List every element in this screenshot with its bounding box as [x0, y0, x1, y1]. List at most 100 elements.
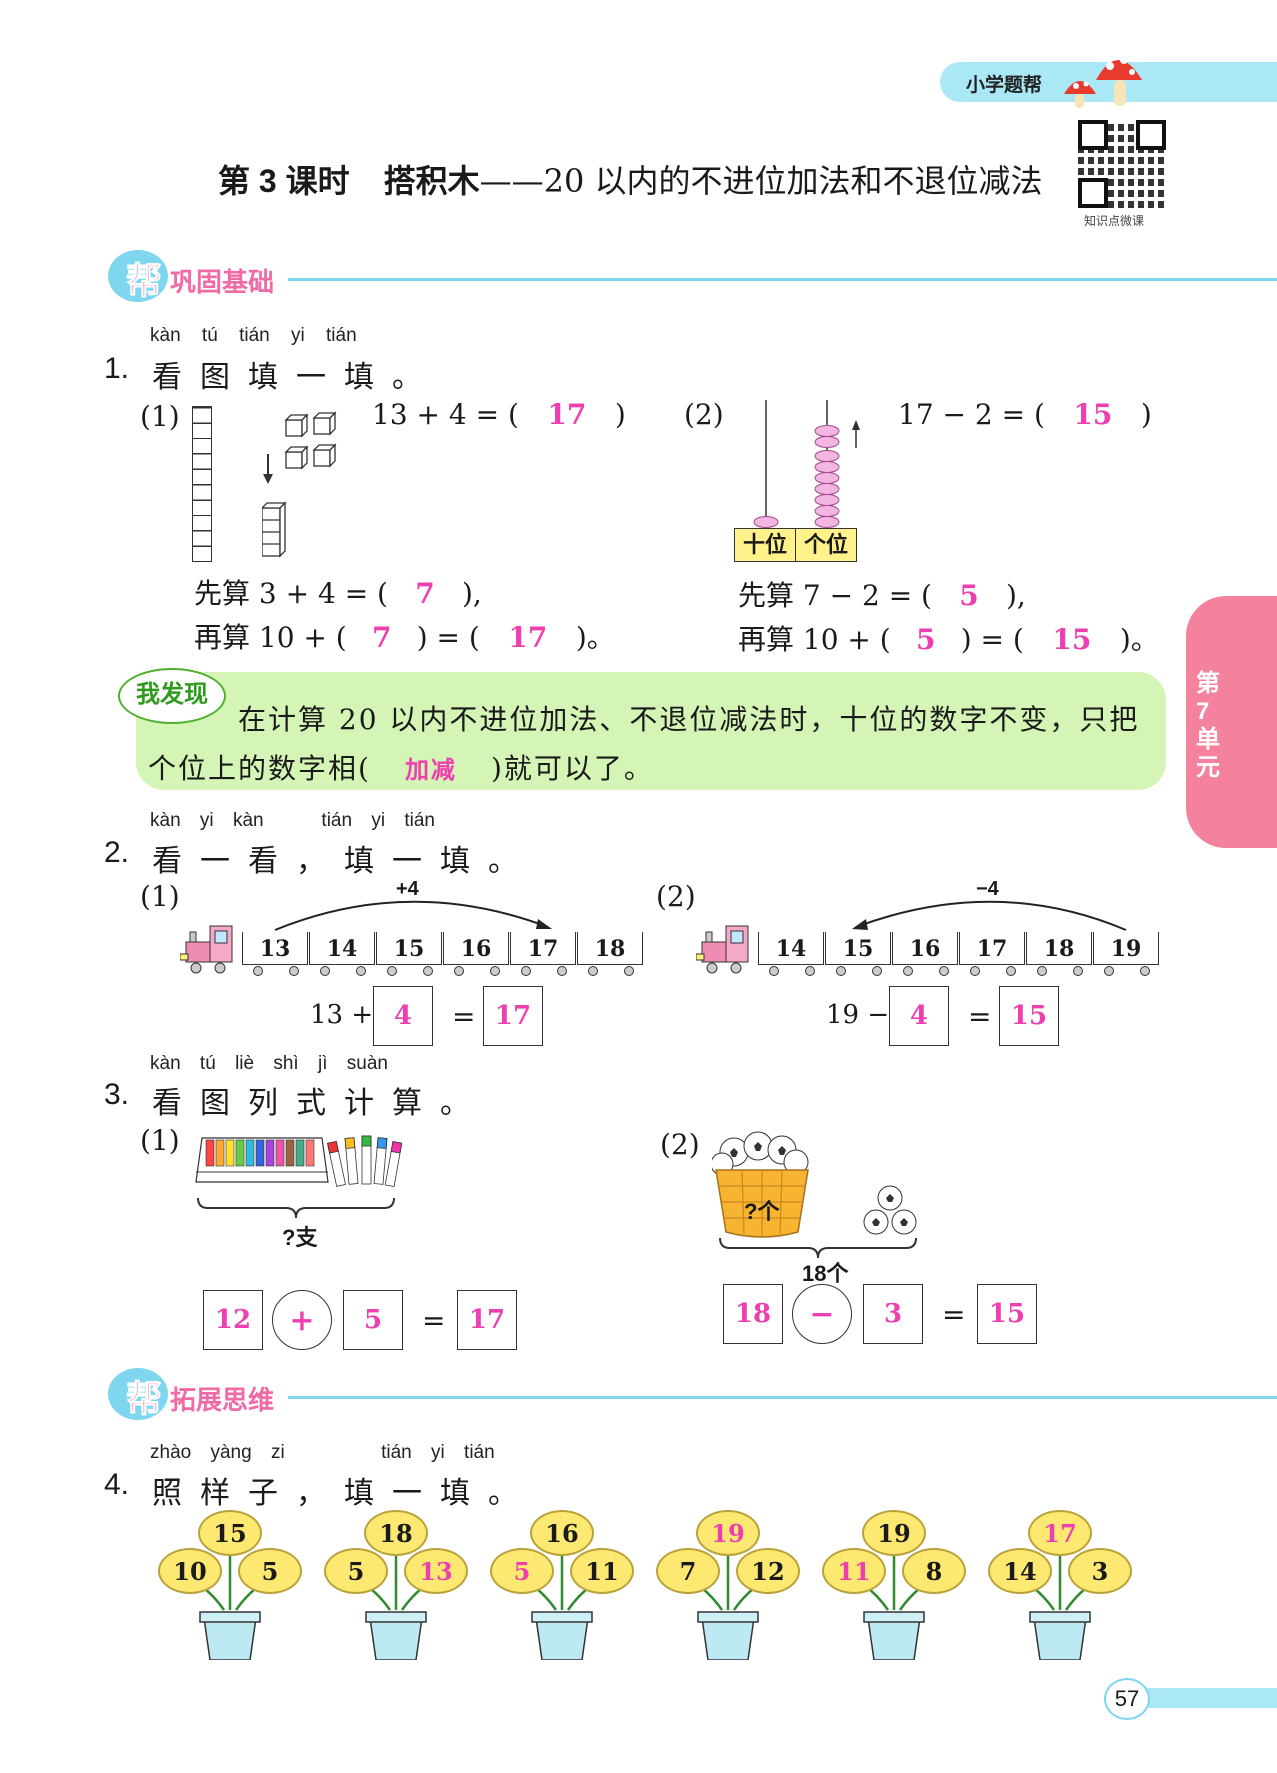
brand-label: 小学题帮 — [966, 75, 1043, 96]
abacus-tens-label: 十位 — [734, 528, 796, 562]
q3-p1-brace-label: ?支 — [282, 1225, 318, 1250]
q2-pinyin: kàn yi kàn tián yi tián — [150, 810, 435, 831]
flower-stems — [523, 1550, 601, 1660]
q2-p1-car: 13 — [242, 932, 308, 976]
q3-text: 看图列式计算。 — [152, 1086, 488, 1121]
basket-label: ?个 — [744, 1199, 780, 1224]
q1-p2-step1: 先算 7 − 2 = (5), — [738, 579, 1026, 612]
wheel-icon — [1140, 966, 1150, 976]
balls-pile-icon — [863, 1185, 917, 1235]
flower-stems — [357, 1550, 435, 1660]
q2-p2-car: 18 — [1026, 932, 1092, 976]
flower-stems — [855, 1550, 933, 1660]
flower-petal-right: 11 — [570, 1548, 634, 1594]
wheel-icon — [320, 966, 330, 976]
wheel-icon — [1073, 966, 1083, 976]
flower-petal-top: 15 — [198, 1510, 262, 1556]
qr-finder-tl — [1078, 120, 1108, 150]
wheel-icon — [356, 966, 366, 976]
q3-p2-box-a[interactable]: 18 — [723, 1284, 783, 1344]
wheel-icon — [836, 966, 846, 976]
q1-p2-step1-answer[interactable]: 5 — [959, 579, 979, 612]
q2-p2-box1[interactable]: 4 — [889, 986, 949, 1046]
q2-p2-car: 14 — [758, 932, 824, 976]
discover-line1: 在计算 20 以内不进位加法、不退位减法时，十位的数字不变，只把 — [238, 703, 1140, 736]
flower-petal-top[interactable]: 17 — [1028, 1510, 1092, 1556]
page-number-bar — [1120, 1688, 1277, 1708]
q2-p2-arc — [852, 900, 1127, 931]
section-prefix-2: 帮 — [125, 1378, 163, 1420]
wheel-icon — [387, 966, 397, 976]
flower-petal-left: 14 — [988, 1548, 1052, 1594]
ten-rod — [192, 406, 212, 562]
wheel-icon — [1104, 966, 1114, 976]
q2-p1-car: 16 — [443, 932, 509, 976]
q1-p1-step1-answer[interactable]: 7 — [415, 577, 435, 610]
q3-p2-op[interactable]: − — [792, 1284, 852, 1344]
q3-p1-op[interactable]: + — [272, 1290, 332, 1350]
q1-p1-step1: 先算 3 + 4 = (7), — [194, 577, 482, 610]
q3-p2-brace-label: 18个 — [802, 1261, 849, 1286]
q1-p1-step2-answer-a[interactable]: 7 — [371, 621, 392, 654]
wheel-icon — [903, 966, 913, 976]
discover-line2: 个位上的数字相(加减)就可以了。 — [148, 752, 654, 785]
q1-pinyin: kàn tú tián yi tián — [150, 325, 357, 346]
q4-text: 照样子，填一填。 — [152, 1476, 536, 1511]
wheel-icon — [1006, 966, 1016, 976]
q1-p1-equation: 13 + 4 = (17) — [372, 398, 626, 431]
q1-p1-answer[interactable]: 17 — [547, 398, 587, 431]
q3-p2-box-c[interactable]: 15 — [977, 1284, 1037, 1344]
discover-answer[interactable]: 加减 — [404, 755, 457, 784]
flower-petal-top[interactable]: 19 — [696, 1510, 760, 1556]
q1-p1-step2-answer-b[interactable]: 17 — [508, 621, 548, 654]
wheel-icon — [939, 966, 949, 976]
page-number: 57 — [1104, 1678, 1150, 1720]
q3-p2-eq-sign: = — [942, 1298, 966, 1331]
q4-pinyin: zhào yàng zi tián yi tián — [150, 1442, 495, 1463]
q2-number: 2. — [104, 836, 130, 869]
q2-p2-car-number: 15 — [842, 936, 874, 962]
unit-side-tab[interactable] — [1186, 596, 1277, 848]
abacus-ones-label: 个位 — [795, 528, 857, 562]
q1-p2-step2-answer-a[interactable]: 5 — [915, 623, 936, 656]
q2-p1-eq-sign: = — [452, 1000, 476, 1033]
flower-petal-top: 18 — [364, 1510, 428, 1556]
section-title-extend: 拓展思维 — [170, 1385, 275, 1415]
flower-petal-left[interactable]: 11 — [822, 1548, 886, 1594]
q2-p2-car-number: 16 — [909, 936, 941, 962]
q2-p1-car-number: 16 — [460, 936, 492, 962]
flower-petal-left[interactable]: 5 — [490, 1548, 554, 1594]
q2-p2-label: (2) — [656, 880, 696, 913]
q2-p2-car-number: 18 — [1043, 936, 1075, 962]
flower-petal-right[interactable]: 13 — [404, 1548, 468, 1594]
q4-number: 4. — [104, 1468, 130, 1501]
section-prefix: 帮 — [125, 260, 163, 302]
q3-p1-box-c[interactable]: 17 — [457, 1290, 517, 1350]
q1-p2-answer[interactable]: 15 — [1073, 398, 1113, 431]
q2-p2-box2[interactable]: 15 — [999, 986, 1059, 1046]
q3-p2-brace — [719, 1237, 917, 1259]
q2-p2-car-number: 19 — [1110, 936, 1142, 962]
q2-p2-car: 15 — [825, 932, 891, 976]
q3-p1-box-b[interactable]: 5 — [343, 1290, 403, 1350]
q3-p2-box-b[interactable]: 3 — [863, 1284, 923, 1344]
q2-p1-box2[interactable]: 17 — [483, 986, 543, 1046]
q2-p2-car: 19 — [1093, 932, 1159, 976]
abacus-icon — [753, 400, 860, 528]
lesson-number: 第 3 课时 — [218, 163, 350, 199]
wheel-icon — [970, 966, 980, 976]
q2-p2-arc-label: −4 — [976, 878, 999, 900]
q2-p2-eq-sign: = — [968, 1000, 992, 1033]
wheel-icon — [490, 966, 500, 976]
wheel-icon — [805, 966, 815, 976]
q3-p1-box-a[interactable]: 12 — [203, 1290, 263, 1350]
train-engine-icon-2 — [696, 925, 749, 974]
qr-finder-bl — [1078, 178, 1108, 208]
q1-p2-step2-answer-b[interactable]: 15 — [1052, 623, 1092, 656]
q2-p1-box1[interactable]: 4 — [373, 986, 433, 1046]
